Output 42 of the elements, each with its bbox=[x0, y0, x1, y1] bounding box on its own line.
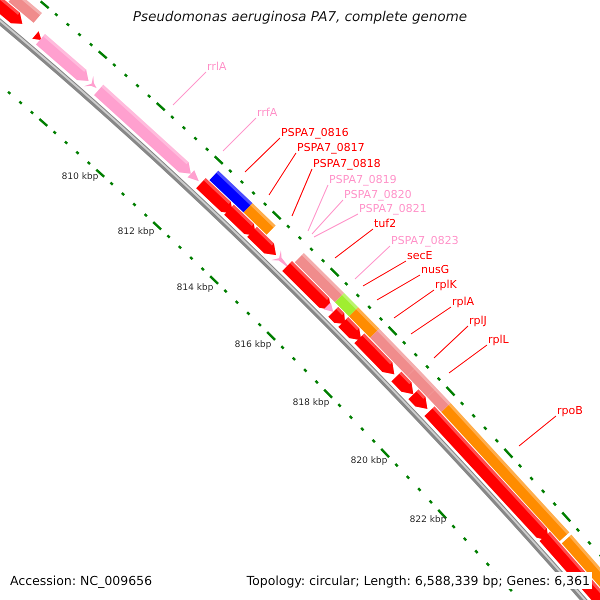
leader-line bbox=[410, 306, 452, 334]
gene-label: PSPA7_0823 bbox=[391, 235, 459, 247]
leader-line bbox=[394, 290, 434, 318]
gene-label: rplA bbox=[452, 296, 474, 308]
scale-label: 816 kbp bbox=[234, 340, 272, 350]
leader-line bbox=[448, 344, 488, 374]
scale-label: 818 kbp bbox=[292, 398, 330, 408]
leader-line bbox=[172, 72, 206, 106]
gene-label: secE bbox=[407, 250, 432, 262]
scale-label: 820 kbp bbox=[350, 456, 388, 466]
leader-line bbox=[518, 416, 556, 446]
scale-label: 810 kbp bbox=[62, 172, 98, 182]
gene-label: rplJ bbox=[469, 315, 487, 327]
leader-line bbox=[434, 326, 468, 358]
leader-line bbox=[222, 118, 256, 152]
leader-line bbox=[244, 138, 280, 172]
scale-label: 812 kbp bbox=[118, 227, 154, 237]
leader-line bbox=[362, 260, 406, 286]
gene-label: tuf2 bbox=[374, 218, 396, 230]
gene-label: rrlA bbox=[207, 61, 226, 73]
leader-line bbox=[312, 200, 344, 234]
gene-label: nusG bbox=[421, 264, 450, 276]
gene-label: PSPA7_0816 bbox=[281, 127, 349, 139]
gene-label: PSPA7_0817 bbox=[297, 142, 365, 154]
leader-line bbox=[334, 228, 374, 258]
leader-line bbox=[308, 184, 328, 232]
title: Pseudomonas aeruginosa PA7, complete genome bbox=[132, 9, 468, 25]
scale-label: 814 kbp bbox=[176, 283, 214, 293]
gene-label: rrfA bbox=[257, 107, 278, 119]
scale-label: 822 kbp bbox=[410, 515, 446, 525]
gene-label: PSPA7_0821 bbox=[359, 203, 427, 215]
gene-label: PSPA7_0820 bbox=[344, 189, 412, 201]
leader-line bbox=[314, 214, 358, 238]
leader-line bbox=[292, 168, 312, 216]
gene-label: rplL bbox=[488, 334, 509, 346]
leader-line bbox=[354, 246, 390, 280]
gene-label: PSPA7_0818 bbox=[313, 158, 381, 170]
leader-line bbox=[376, 274, 420, 300]
gene-label: PSPA7_0819 bbox=[329, 174, 397, 186]
gene-label: rpoB bbox=[557, 405, 583, 417]
gene-label: rplK bbox=[435, 279, 457, 291]
leader-line bbox=[268, 152, 296, 196]
